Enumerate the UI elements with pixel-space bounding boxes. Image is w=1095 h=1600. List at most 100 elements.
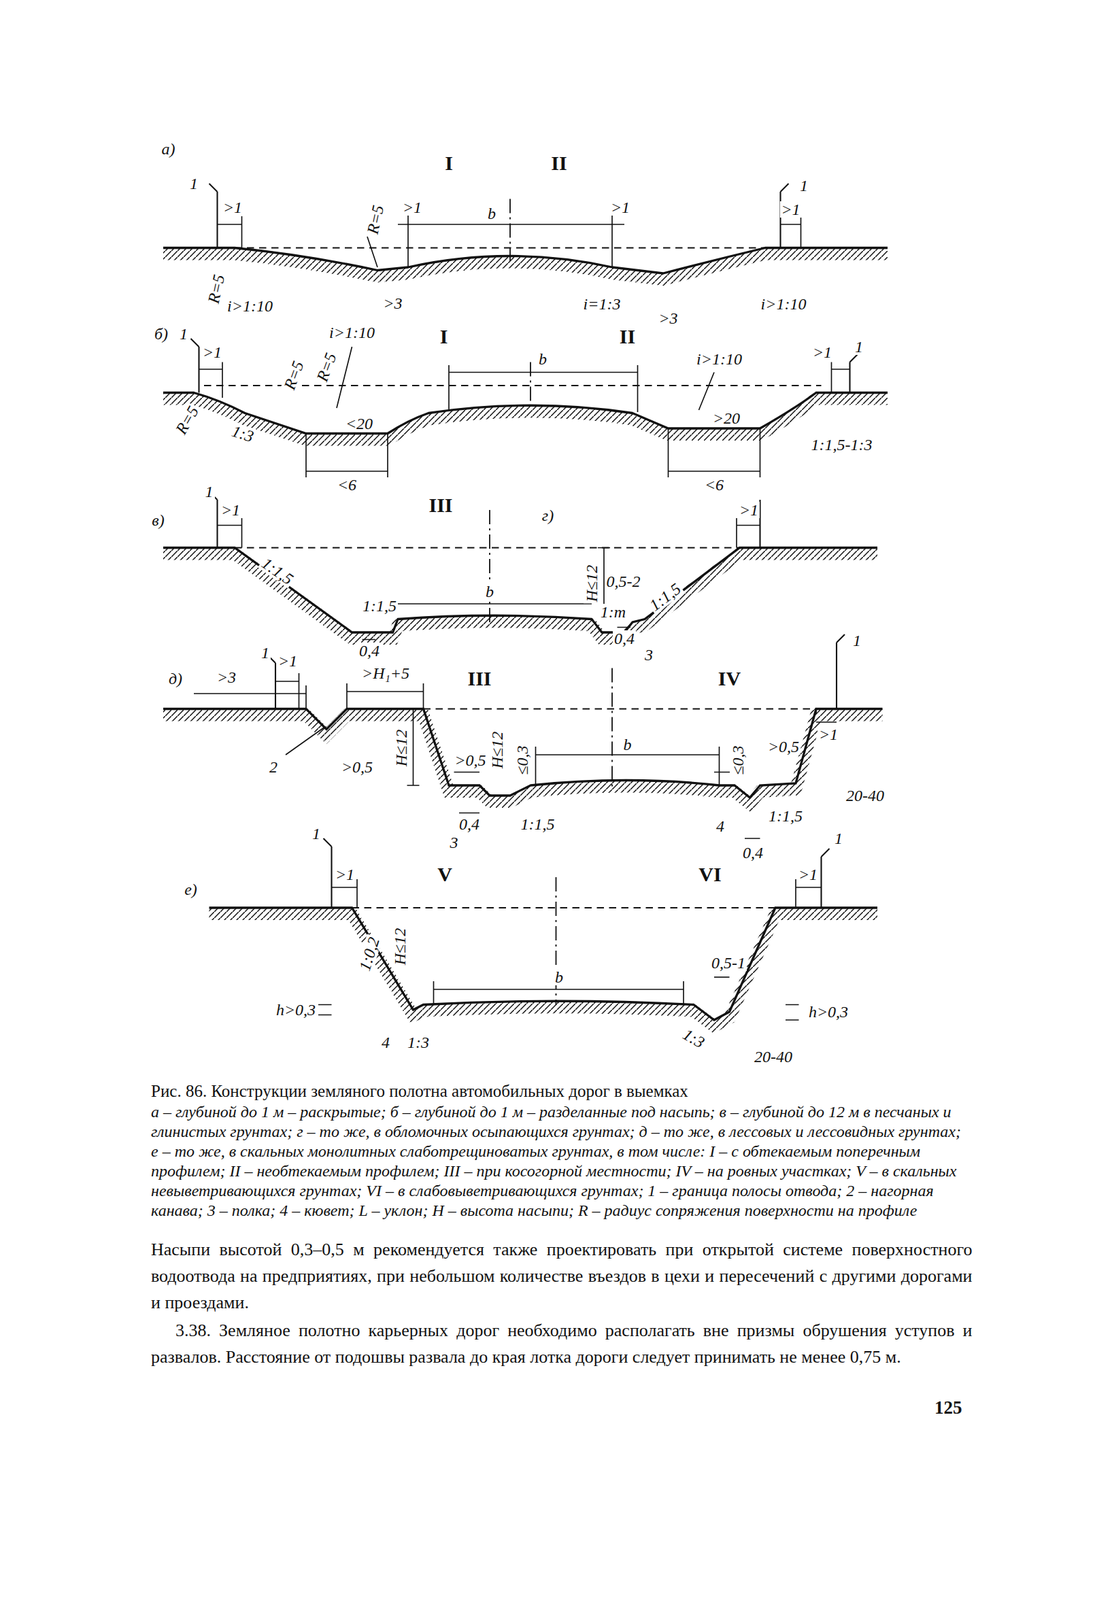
dimension-label: 0,4 (357, 642, 381, 660)
dimension-label: H≤12 (391, 927, 409, 968)
dimension-label: е) (182, 881, 199, 898)
section-numeral: II (549, 153, 568, 174)
dimension-label: в) (150, 512, 166, 529)
dimension-label: 1:3 (678, 1025, 709, 1053)
dimension-label: i>1:10 (695, 350, 744, 368)
dimension-label: R=5 (363, 201, 387, 237)
dimension-label: 0,5-2 (605, 573, 643, 590)
dimension-label: <20 (344, 415, 375, 432)
dimension-label: 0,4 (612, 630, 636, 647)
dimension-label: >20 (711, 410, 742, 427)
dimension-label: 0,4 (457, 816, 481, 833)
dimension-label: 3 (448, 834, 460, 851)
dimension-label: >3 (657, 310, 679, 327)
dimension-label: H≤12 (393, 727, 410, 768)
dimension-label: 1:1,5-1:3 (810, 436, 874, 453)
dimension-label: 1 (310, 825, 322, 842)
dimension-label: <6 (703, 476, 726, 494)
dimension-label: i>1:10 (225, 297, 275, 315)
dimension-label: i=1:3 (582, 295, 623, 313)
dimension-label: >1 (737, 501, 760, 519)
dimension-label: >0,5 (340, 759, 375, 776)
dimension-label: 0,5-1 (710, 954, 747, 972)
dimension-label: b (486, 205, 498, 222)
dimension-label: b (553, 969, 565, 986)
caption-legend: а – глубиной до 1 м – раскрытые; б – глу… (150, 1102, 973, 1221)
dimension-label: 1:3 (228, 422, 258, 446)
dimension-label: 1:1,5 (361, 597, 398, 615)
dimension-label: ≤0,3 (729, 744, 747, 777)
dimension-label: >1 (797, 866, 819, 883)
dimension-label: 20-40 (752, 1048, 794, 1066)
dimension-label: b (622, 736, 634, 753)
dimension-label: i>1:10 (327, 324, 377, 341)
dimension-label: г) (540, 507, 555, 524)
dimension-label: <6 (335, 476, 358, 494)
dimension-label: >0,5 (766, 738, 801, 755)
dimension-label: 1:0,2 (355, 933, 383, 974)
page-number: 125 (934, 1397, 963, 1419)
section-numeral: V (435, 864, 454, 885)
dimension-label: >1 (219, 501, 242, 519)
dimension-label: 3 (643, 646, 655, 664)
dimension-label: R=5 (313, 349, 341, 385)
dimension-label: b (484, 583, 496, 600)
dimension-label: >1 (779, 201, 802, 218)
dimension-label: 20-40 (844, 787, 886, 804)
dimension-label: 0,4 (741, 844, 765, 862)
figure-caption: Рис. 86. Конструкции земляного полотна а… (150, 1081, 973, 1102)
dimension-label: >1 (333, 866, 356, 883)
dimension-label: 1:m (599, 603, 628, 621)
dimension-label: >1 (401, 199, 424, 216)
dimension-label: а) (160, 140, 177, 158)
dimension-label: 1 (178, 325, 190, 343)
dimension-label: >H₁+5 (360, 665, 411, 682)
dimension-label: R=5 (171, 402, 202, 439)
dimension-label: >1 (276, 652, 299, 670)
dimension-label: ≤0,3 (514, 744, 531, 777)
dimension-label: б) (153, 325, 170, 343)
dimension-label: b (537, 350, 549, 368)
dimension-label: 2 (267, 759, 279, 776)
dimension-label: 1 (853, 338, 865, 356)
dimension-label: >3 (215, 669, 238, 686)
dimension-label: 4 (380, 1034, 392, 1051)
dimension-label: >1 (817, 726, 840, 743)
dimension-label: 1 (259, 644, 271, 662)
dimension-label: 1 (833, 830, 845, 847)
section-numeral: III (465, 668, 493, 689)
dimension-label: >1 (221, 199, 244, 216)
dimension-label: 4 (714, 818, 726, 835)
section-numeral: I (438, 326, 450, 347)
dimension-label: >1 (201, 344, 224, 361)
dimension-label: H≤12 (583, 563, 600, 604)
dimension-label: 1:1,5 (767, 807, 804, 825)
section-numeral: II (618, 326, 637, 347)
section-numeral: III (427, 495, 454, 516)
dimension-label: 1:1,5 (519, 816, 557, 833)
dimension-label: R=5 (204, 271, 228, 307)
body-paragraph: 3.38. Земляное полотно карьерных дорог н… (150, 1317, 973, 1371)
dimension-label: 1:1,5 (257, 554, 298, 589)
section-numeral: VI (697, 864, 723, 885)
dimension-label: 1:1,5 (645, 579, 685, 615)
dimension-label: 1 (204, 483, 215, 500)
body-paragraph: Насыпи высотой 0,3–0,5 м рекомендуется т… (150, 1236, 973, 1317)
dimension-label: h>0,3 (807, 1003, 850, 1021)
dimension-label: H≤12 (489, 729, 506, 770)
dimension-label: 1 (798, 177, 810, 194)
dimension-label: i>1:10 (759, 295, 808, 313)
dimension-label: 1 (851, 632, 863, 649)
dimension-label: 1:3 (406, 1034, 431, 1051)
dimension-label: >1 (609, 199, 632, 216)
dimension-label: >0,5 (452, 752, 487, 769)
dimension-label: h>0,3 (274, 1001, 317, 1019)
section-numeral: IV (716, 668, 743, 689)
dimension-label: >3 (381, 295, 404, 312)
dimension-label: R=5 (280, 357, 308, 394)
section-numeral: I (443, 153, 455, 174)
dimension-label: 1 (188, 175, 200, 192)
dimension-label: >1 (811, 344, 834, 361)
dimension-label: д) (167, 670, 184, 687)
